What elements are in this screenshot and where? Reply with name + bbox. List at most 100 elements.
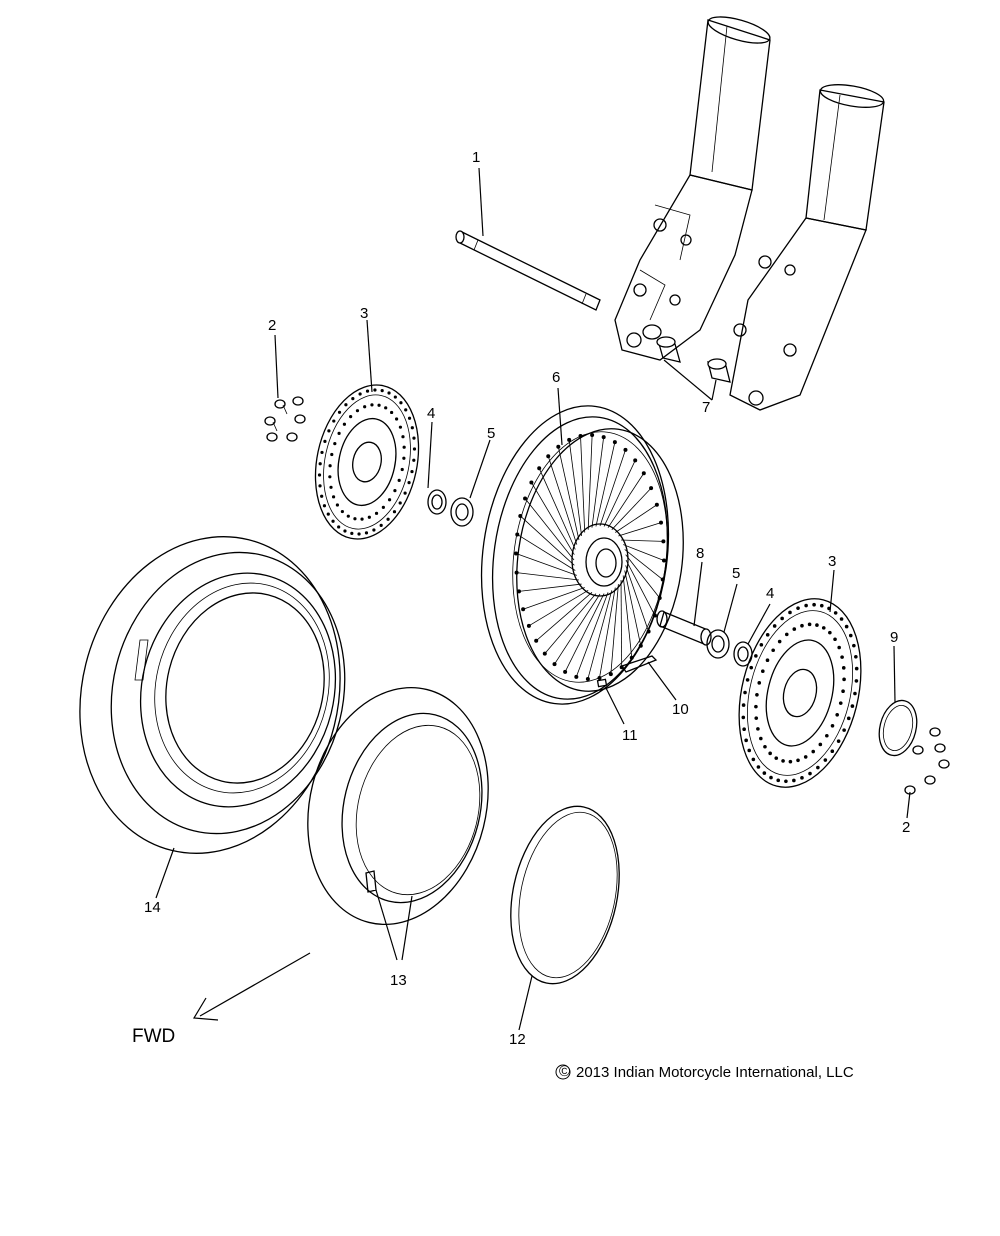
- disc-hole: [412, 458, 416, 462]
- callout-labels: 1 2 3 4 5 6 7 8 5 4 3 9 10 11 2 14 13 12: [144, 149, 910, 1048]
- wheel-spoke: [603, 460, 636, 527]
- wheel-spoke: [547, 456, 578, 545]
- disc-hole: [774, 756, 779, 760]
- disc-hole: [333, 441, 337, 446]
- disc-hole: [784, 779, 788, 784]
- seal-right: [706, 629, 730, 659]
- spoke-nipple: [585, 676, 590, 681]
- disc-hole: [853, 691, 857, 696]
- callout-13: 13: [390, 972, 407, 989]
- disc-hole: [322, 504, 327, 508]
- spoke-nipple: [590, 433, 595, 438]
- wheel-spoke: [607, 473, 645, 528]
- callout-14: 14: [144, 899, 161, 916]
- disc-hole: [800, 623, 804, 628]
- wheel-spoke: [554, 593, 601, 665]
- wheel-spoke: [564, 593, 605, 673]
- disc-hole: [769, 775, 773, 780]
- disc-hole: [398, 425, 403, 429]
- disc-hole: [318, 484, 322, 488]
- spoke-nipple: [646, 629, 651, 634]
- disc-hole: [819, 603, 824, 608]
- spoke-nipple: [638, 643, 643, 648]
- spoke-nipple: [523, 496, 528, 501]
- front-tire: [79, 536, 346, 854]
- disc-hole: [751, 757, 756, 762]
- wheel-spoke: [599, 587, 616, 679]
- disc-hole: [803, 755, 808, 759]
- disc-hole: [837, 645, 841, 650]
- spoke-nipple: [514, 551, 519, 556]
- disc-hole: [848, 633, 853, 638]
- disc-hole: [763, 744, 767, 749]
- disc-hole: [346, 514, 350, 518]
- disc-hole: [754, 654, 758, 658]
- disc-hole: [765, 658, 770, 663]
- rim-band: [510, 805, 620, 985]
- disc-hole: [744, 738, 748, 743]
- disc-hole: [320, 450, 324, 455]
- disc-hole: [800, 776, 804, 780]
- callout-4-right: 4: [766, 585, 774, 602]
- disc-hole: [331, 519, 335, 523]
- spoke-nipple: [542, 651, 547, 656]
- disc-hole: [343, 529, 347, 533]
- disc-hole: [329, 485, 333, 489]
- callout-5-left: 5: [487, 425, 495, 442]
- fork-spacers: [656, 336, 731, 383]
- disc-hole: [335, 503, 340, 507]
- disc-hole: [328, 464, 332, 468]
- spoke-nipple: [641, 471, 646, 476]
- spoke-nipple: [567, 437, 572, 442]
- disc-hole: [410, 426, 414, 430]
- disc-hole: [833, 637, 837, 642]
- wheel-spoke: [538, 468, 576, 550]
- disc-hole: [372, 528, 376, 532]
- wheel-spoke: [515, 553, 577, 576]
- wheel-spoke: [575, 592, 609, 678]
- disc-hole: [838, 701, 843, 705]
- disc-hole: [788, 759, 793, 764]
- disc-hole: [397, 478, 401, 483]
- disc-hole: [835, 713, 839, 717]
- spoke-nipple: [526, 623, 531, 628]
- disc-hole: [365, 389, 370, 393]
- disc-hole: [403, 491, 407, 495]
- callout-3-left: 3: [360, 305, 368, 322]
- disc-hole: [402, 445, 406, 449]
- spoke-nipple: [660, 577, 665, 582]
- spoke-nipple: [578, 434, 583, 439]
- disc-hole: [754, 704, 758, 709]
- disc-hole: [836, 739, 841, 743]
- disc-hole: [846, 716, 851, 721]
- disc-hole: [850, 704, 855, 708]
- disc-hole: [768, 751, 772, 756]
- wheel-spoke: [625, 559, 656, 616]
- disc-hole: [358, 392, 362, 396]
- spoke-nipple: [534, 638, 539, 643]
- disc-hole: [759, 736, 763, 741]
- spoke-nipple: [529, 480, 534, 485]
- disc-hole: [844, 624, 849, 629]
- wheel-spoke: [611, 487, 652, 530]
- brake-disc-right: [738, 598, 862, 788]
- callout-4-left: 4: [427, 405, 435, 422]
- disc-hole: [854, 654, 858, 659]
- disc-hole: [373, 388, 377, 392]
- spoke-nipple: [537, 466, 542, 471]
- disc-bolts-right: [904, 727, 950, 795]
- disc-hole: [742, 727, 746, 732]
- disc-hole: [407, 416, 412, 420]
- disc-hole: [788, 610, 792, 615]
- disc-hole: [842, 677, 846, 682]
- disc-hole: [771, 648, 775, 653]
- disc-hole: [401, 435, 405, 439]
- wheel-spoke: [624, 570, 642, 646]
- spoke-nipple: [608, 672, 613, 677]
- front-axle: [455, 230, 601, 311]
- balance-weight: [620, 655, 658, 673]
- disc-hole: [842, 728, 846, 732]
- wheel-spoke: [524, 498, 575, 561]
- disc-hole: [381, 505, 385, 510]
- weight-clip: [596, 678, 608, 688]
